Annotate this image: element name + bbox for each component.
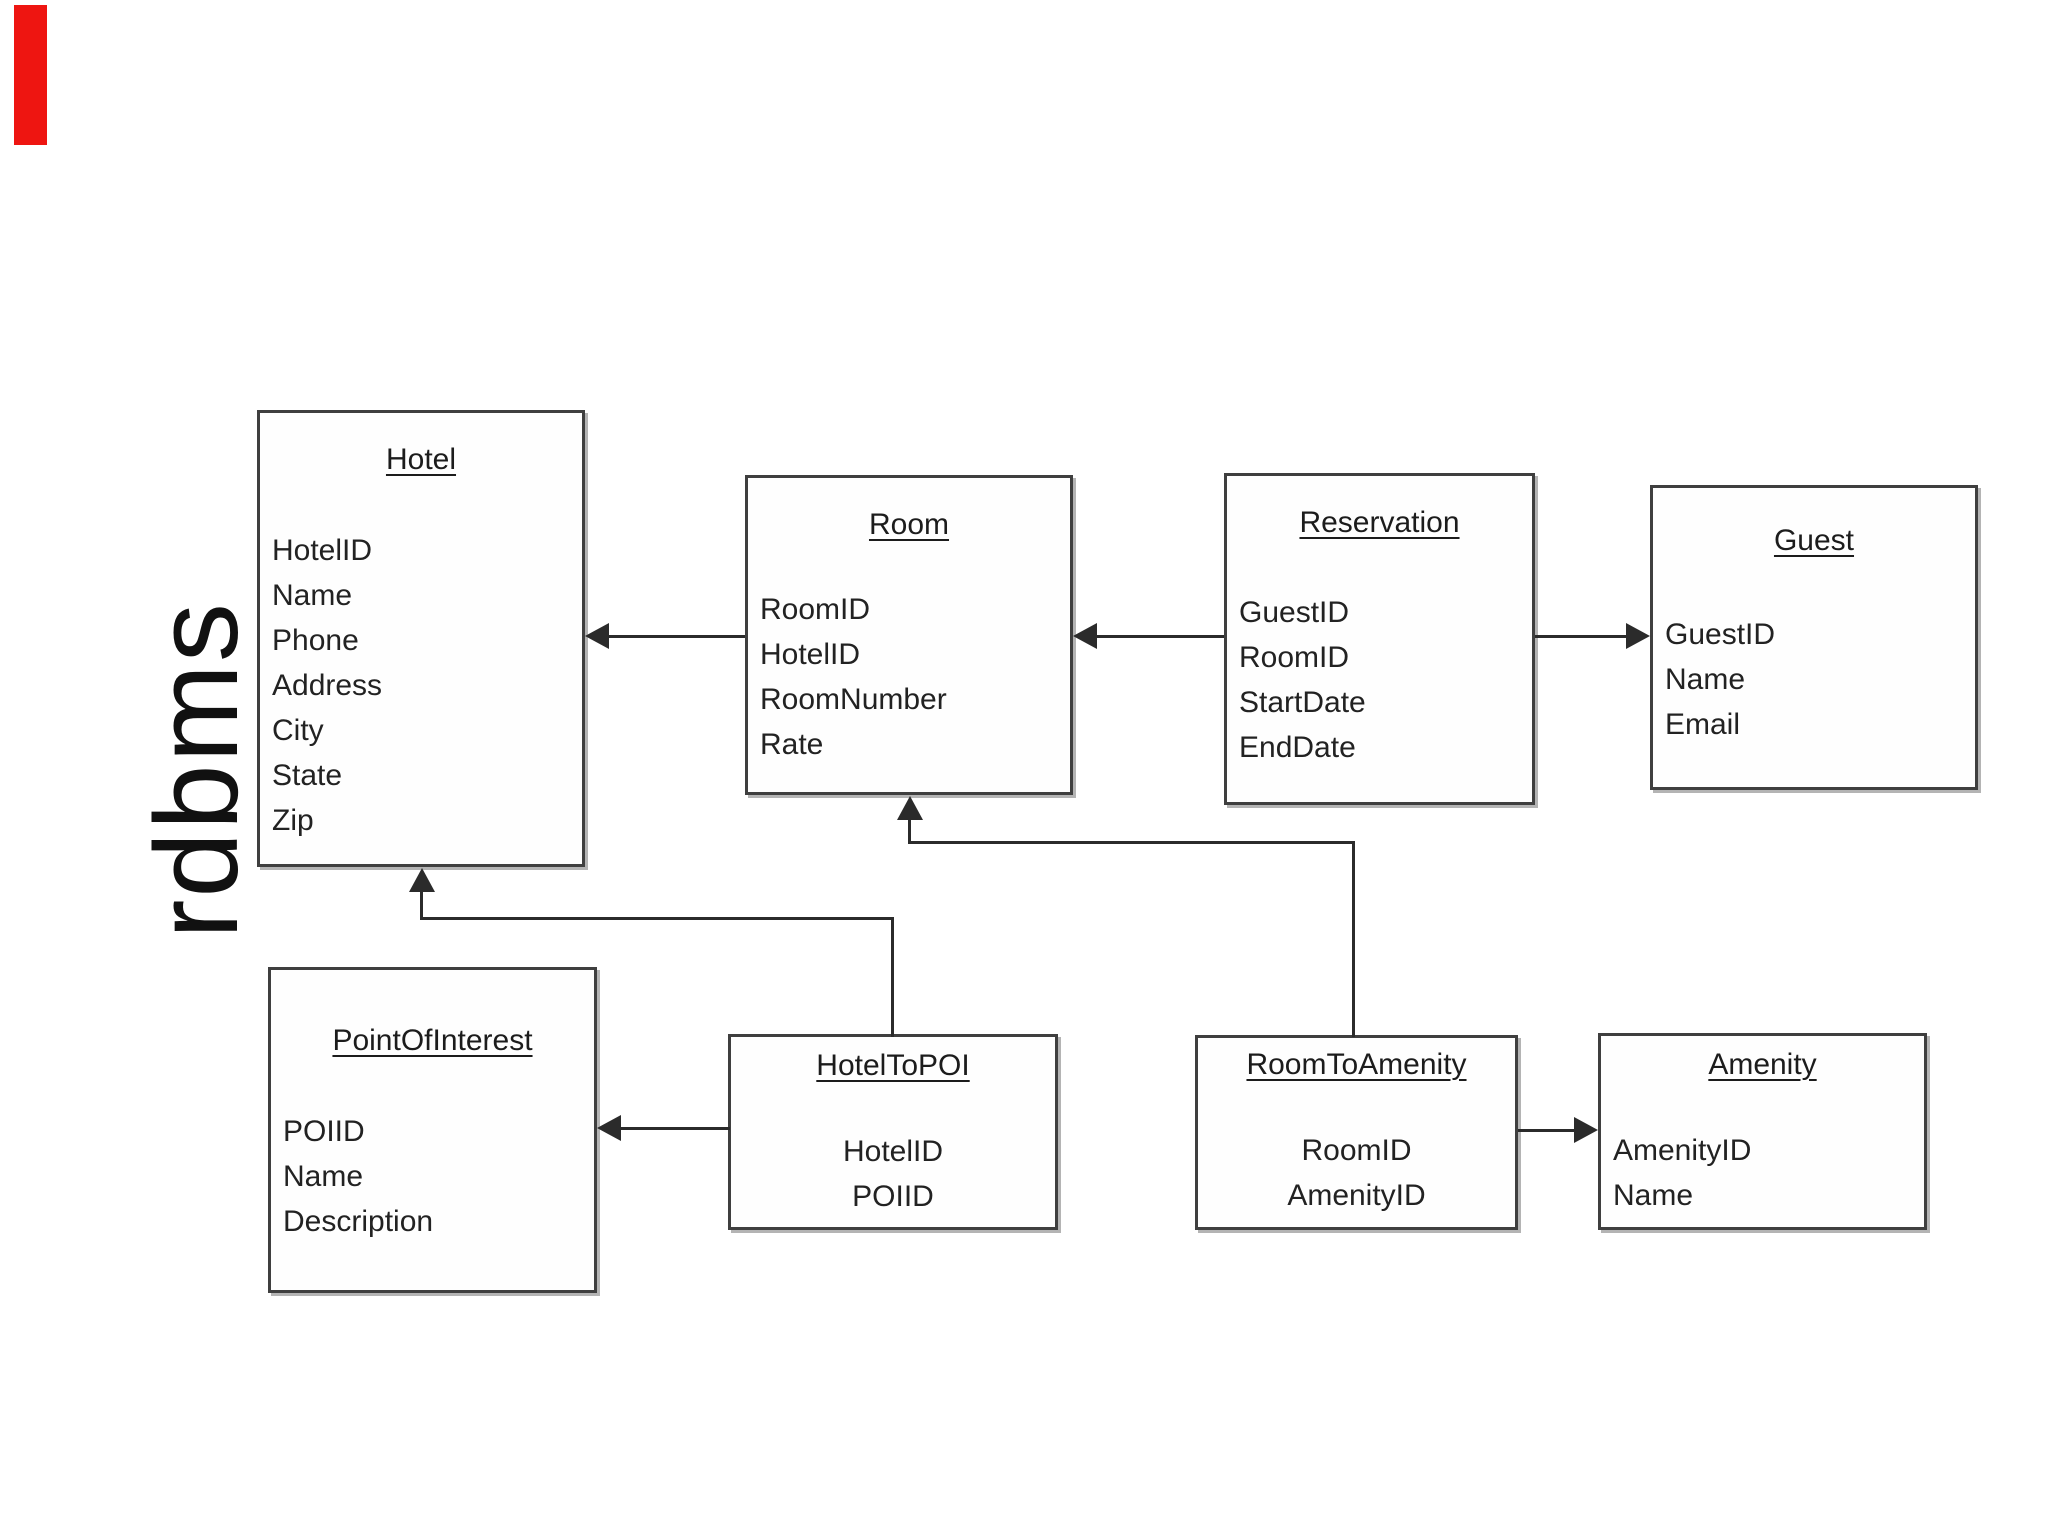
field-hotel-state: State (272, 759, 343, 792)
entity-box-roomtoamenity: RoomToAmenity RoomID AmenityID (1195, 1035, 1518, 1230)
arrowhead-reservation-to-room (1073, 623, 1097, 649)
field-hotel-zip: Zip (272, 804, 314, 837)
field-reservation-roomid: RoomID (1239, 641, 1350, 674)
entity-fields-pointofinterest: POIID Name Description (271, 1109, 594, 1244)
field-poi-poiid: POIID (283, 1115, 365, 1148)
field-guest-email: Email (1665, 708, 1741, 741)
rdbms-side-label: rdbms (131, 601, 263, 939)
field-room-hotelid: HotelID (760, 638, 861, 671)
field-hoteltopoi-poiid: POIID (852, 1180, 934, 1213)
arrowhead-room-to-hotel (585, 623, 609, 649)
entity-title-hotel: Hotel (385, 443, 457, 476)
field-amenity-amenityid: AmenityID (1613, 1134, 1752, 1167)
field-hotel-hotelid: HotelID (272, 534, 373, 567)
field-reservation-guestid: GuestID (1239, 596, 1350, 629)
entity-title-hoteltopoi: HotelToPOI (816, 1049, 970, 1082)
field-guest-name: Name (1665, 663, 1746, 696)
field-poi-description: Description (283, 1205, 434, 1238)
field-poi-name: Name (283, 1160, 364, 1193)
field-hotel-name: Name (272, 579, 353, 612)
connector-hoteltopoi-to-hotel-stem (420, 890, 423, 920)
entity-box-amenity: Amenity AmenityID Name (1598, 1033, 1927, 1230)
entity-box-pointofinterest: PointOfInterest POIID Name Description (268, 967, 597, 1293)
connector-roomtoamenity-to-room-vertical (1352, 841, 1355, 1037)
entity-fields-hoteltopoi: HotelID POIID (731, 1129, 1055, 1219)
arrowhead-reservation-to-guest (1626, 623, 1650, 649)
entity-box-room: Room RoomID HotelID RoomNumber Rate (745, 475, 1073, 795)
entity-title-roomtoamenity: RoomToAmenity (1246, 1048, 1467, 1081)
entity-fields-reservation: GuestID RoomID StartDate EndDate (1227, 590, 1532, 770)
field-hoteltopoi-hotelid: HotelID (842, 1135, 944, 1168)
connector-roomtoamenity-to-amenity (1518, 1129, 1578, 1132)
entity-box-reservation: Reservation GuestID RoomID StartDate End… (1224, 473, 1535, 805)
field-hotel-city: City (272, 714, 324, 747)
entity-box-hotel: Hotel HotelID Name Phone Address City St… (257, 410, 585, 867)
entity-fields-hotel: HotelID Name Phone Address City State Zi… (260, 528, 582, 843)
entity-box-hoteltopoi: HotelToPOI HotelID POIID (728, 1034, 1058, 1230)
field-room-roomid: RoomID (760, 593, 871, 626)
entity-title-reservation: Reservation (1299, 506, 1460, 539)
arrowhead-hoteltopoi-to-poi (597, 1115, 621, 1141)
connector-reservation-to-room (1095, 635, 1224, 638)
connector-hoteltopoi-to-hotel-horizontal (420, 917, 894, 920)
field-room-rate: Rate (760, 728, 824, 761)
field-amenity-name: Name (1613, 1179, 1694, 1212)
entity-title-amenity: Amenity (1708, 1048, 1817, 1081)
entity-title-room: Room (868, 508, 950, 541)
connector-reservation-to-guest (1535, 635, 1627, 638)
entity-title-pointofinterest: PointOfInterest (332, 1024, 533, 1057)
arrowhead-roomtoamenity-to-room (897, 796, 923, 820)
arrowhead-hoteltopoi-to-hotel (409, 868, 435, 892)
entity-fields-roomtoamenity: RoomID AmenityID (1198, 1128, 1515, 1218)
connector-roomtoamenity-to-room-stem (908, 818, 911, 844)
connector-room-to-hotel (607, 635, 745, 638)
arrowhead-roomtoamenity-to-amenity (1574, 1117, 1598, 1143)
field-hotel-phone: Phone (272, 624, 359, 657)
field-reservation-startdate: StartDate (1239, 686, 1366, 719)
entity-fields-room: RoomID HotelID RoomNumber Rate (748, 587, 1070, 767)
entity-title-guest: Guest (1773, 524, 1855, 557)
red-marker (14, 5, 47, 145)
field-roomtoamenity-roomid: RoomID (1301, 1134, 1412, 1167)
field-hotel-address: Address (272, 669, 383, 702)
field-reservation-enddate: EndDate (1239, 731, 1356, 764)
entity-fields-guest: GuestID Name Email (1653, 612, 1975, 747)
field-guest-guestid: GuestID (1665, 618, 1776, 651)
connector-hoteltopoi-to-poi (619, 1127, 730, 1130)
connector-roomtoamenity-to-room-horizontal (908, 841, 1355, 844)
field-room-roomnumber: RoomNumber (760, 683, 947, 716)
field-roomtoamenity-amenityid: AmenityID (1287, 1179, 1426, 1212)
connector-hoteltopoi-to-hotel-vertical (891, 917, 894, 1037)
entity-box-guest: Guest GuestID Name Email (1650, 485, 1978, 790)
entity-fields-amenity: AmenityID Name (1601, 1128, 1924, 1218)
